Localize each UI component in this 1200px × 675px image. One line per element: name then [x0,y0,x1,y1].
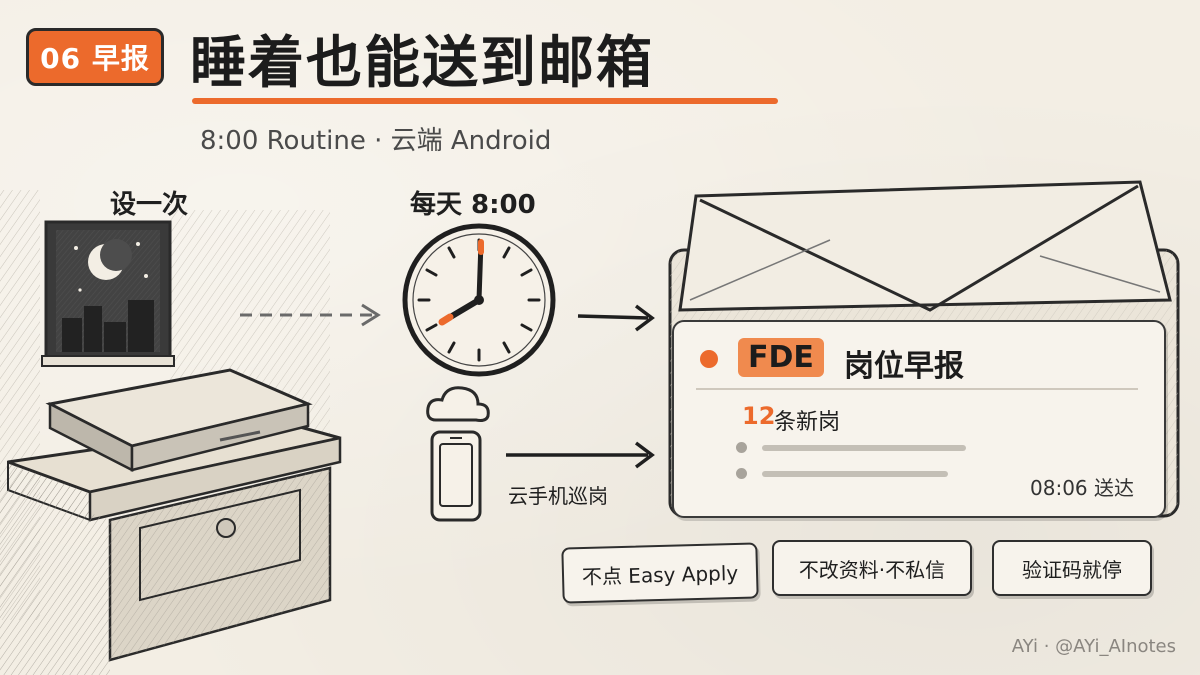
card-divider [696,388,1138,390]
report-title: 岗位早报 [844,349,964,384]
delivery-time: 08:06 送达 [1030,476,1134,500]
list-bullet [736,468,747,479]
new-jobs-label: 条新岗 [774,410,841,435]
author-credit: AYi · @AYi_AInotes [1011,636,1176,657]
night-window [41,220,175,367]
rule-chip-no-easy-apply: 不点 Easy Apply [561,542,759,604]
cloud-phone-label: 云手机巡岗 [508,484,608,508]
schedule-label: 每天 8:00 [410,190,536,220]
page-subtitle: 8:00 Routine · 云端 Android [200,126,552,156]
role-tag: FDE [738,338,824,377]
arrow-to-mail-bottom [506,441,655,469]
clock-icon [402,223,556,377]
dashed-arrow [240,303,381,327]
arrow-to-mail-top [577,304,655,332]
email-report-card: FDE 岗位早报 12 条新岗 08:06 送达 [672,320,1166,518]
list-bullet [736,442,747,453]
moon-icon [88,239,132,280]
laptop-icon [45,368,313,473]
page-title: 睡着也能送到邮箱 [190,31,654,96]
new-jobs-count: 12 [742,402,776,430]
title-underline [192,98,778,104]
cloud-icon [426,386,490,422]
rule-chip-stop-on-captcha: 验证码就停 [992,540,1152,596]
section-badge: 06 早报 [26,28,164,86]
phone-icon [430,430,482,522]
rule-chip-no-edit-no-dm: 不改资料·不私信 [772,540,972,596]
placeholder-line [762,471,948,477]
setup-label: 设一次 [110,190,189,220]
status-dot [700,350,718,368]
placeholder-line [762,445,966,451]
